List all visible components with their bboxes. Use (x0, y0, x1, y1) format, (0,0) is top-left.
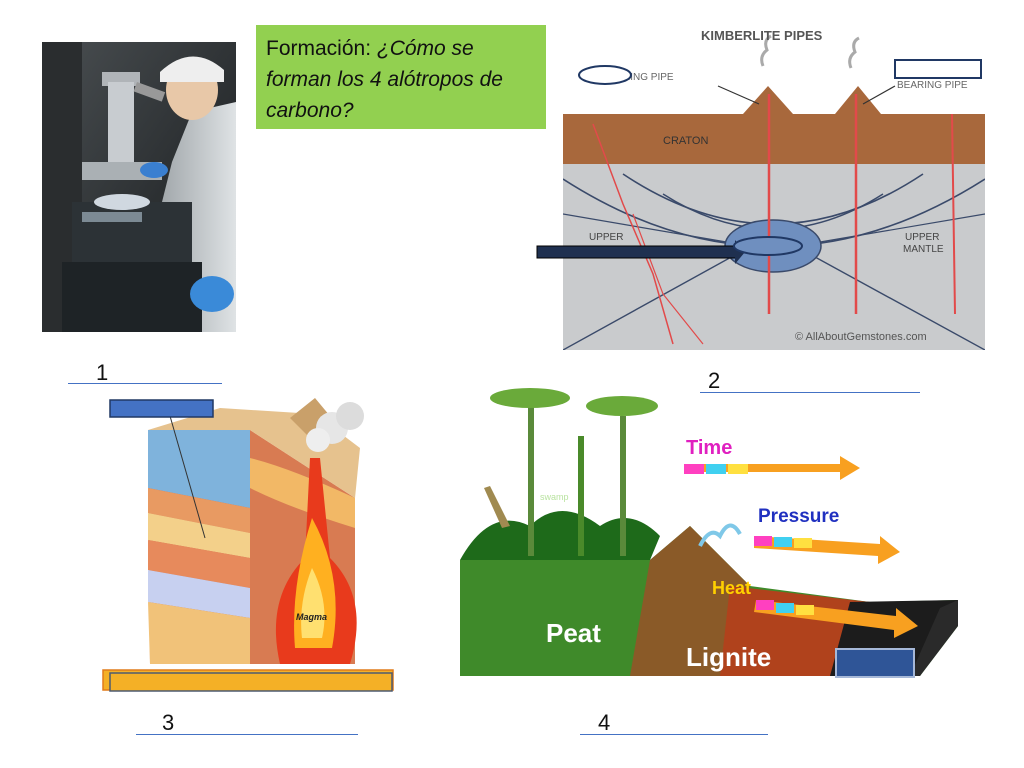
upper-label: UPPER (589, 232, 623, 243)
answer-line-1[interactable] (68, 383, 222, 384)
upper-mantle-label-2: MANTLE (903, 244, 944, 255)
time-arrow (684, 456, 860, 480)
label-bar-orange (109, 672, 393, 692)
kimberlite-cross-section: KIMBERLITE PIPES BEARING PIPE BEARING PI… (563, 14, 985, 350)
title-box: Formación: ¿Cómo se forman los 4 alótrop… (256, 25, 546, 129)
volcano-diagram: Magma (100, 398, 400, 694)
pressure-arrow (754, 536, 900, 564)
label-oval-diamond (733, 236, 803, 256)
pressure-label: Pressure (758, 506, 839, 527)
craton-label: CRATON (663, 135, 708, 147)
number-1: 1 (96, 360, 109, 385)
bearing-pipe-left-label: BEARING PIPE (603, 72, 674, 83)
heat-arrow (754, 600, 918, 638)
volcano-cross-section: Magma (148, 398, 364, 664)
lab-photo (42, 42, 236, 332)
swamp-label: swamp (540, 492, 569, 502)
peat-label: Peat (546, 618, 601, 648)
number-3: 3 (162, 710, 175, 735)
answer-line-2[interactable] (700, 392, 920, 393)
coal-diagram: swamp Time Pressure Heat Peat Lignite (450, 376, 962, 688)
number-4: 4 (598, 710, 611, 735)
coal-formation-illustration: swamp Time Pressure Heat Peat Lignite (460, 388, 958, 676)
kimberlite-credit: © AllAboutGemstones.com (795, 331, 927, 343)
magma-label: Magma (296, 612, 327, 622)
label-box-volcano (109, 399, 214, 418)
number-2: 2 (708, 368, 721, 393)
time-label: Time (686, 437, 732, 459)
answer-line-3[interactable] (136, 734, 358, 735)
kimberlite-heading: KIMBERLITE PIPES (701, 28, 823, 43)
title-question: ¿Cómo se forman los 4 alótropos de carbo… (266, 37, 503, 122)
title-prefix: Formación: (266, 37, 377, 60)
label-box-top-right (894, 59, 982, 79)
bearing-pipe-right-label: BEARING PIPE (897, 80, 968, 91)
lignite-label: Lignite (686, 642, 771, 672)
microscope-scientist-image (42, 42, 236, 332)
upper-mantle-label-1: UPPER (905, 232, 939, 243)
label-box-coal (835, 648, 915, 678)
label-oval-top (578, 65, 632, 85)
answer-line-4[interactable] (580, 734, 768, 735)
heat-label: Heat (712, 578, 751, 598)
